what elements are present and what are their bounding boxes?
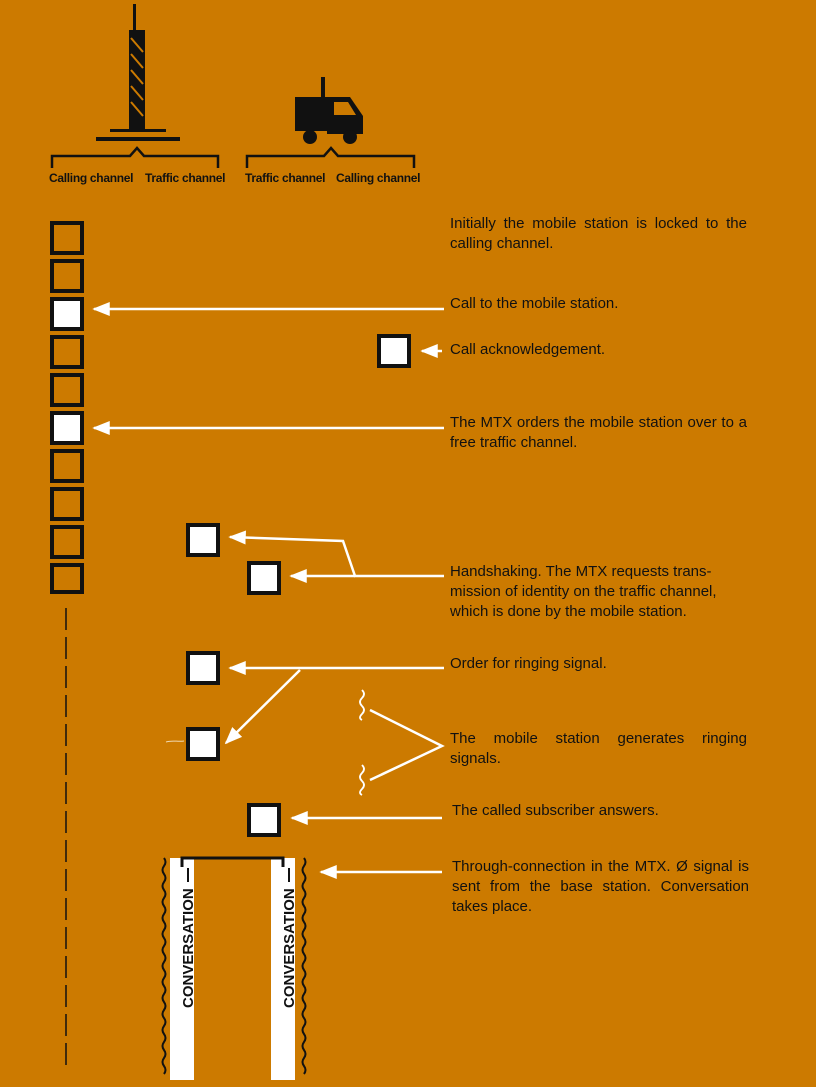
header-traffic-channel-right: Traffic channel: [245, 171, 325, 185]
mobile-station-truck-icon: [295, 77, 363, 144]
conversation-wave-right: [301, 857, 307, 1075]
step-ack-text: Call acknowledgement.: [450, 341, 606, 358]
ringing-pointer: [369, 708, 445, 782]
header-traffic-channel-left: Traffic channel: [145, 171, 225, 185]
conversation-label-right: CONVERSATION: [281, 888, 298, 1008]
frame-slot: [50, 525, 84, 559]
step-answer-text: The called subscriber answers.: [452, 802, 659, 819]
frame-slot: [50, 335, 84, 369]
header-calling-channel-right: Calling channel: [336, 171, 420, 185]
ring-signal-wave-icon: [359, 764, 365, 796]
header-calling-channel-left: Calling channel: [49, 171, 133, 185]
handshake-frame-base: [186, 523, 220, 557]
step-ring-order-text: Order for ringing signal.: [450, 655, 607, 672]
base-station-tower-icon: [96, 4, 180, 141]
conversation-wave-left: [161, 857, 167, 1075]
ring-order-frame: [186, 651, 220, 685]
conversation-bar-right: [271, 858, 295, 1080]
frame-slot: [50, 563, 84, 594]
frame-slot: [50, 259, 84, 293]
step-handshake-text: Handshaking. The MTX requests trans­miss…: [450, 563, 717, 620]
frame-slot: [50, 487, 84, 521]
step-call-text: Call to the mobile station.: [450, 295, 619, 312]
ring-signal-wave-icon: [359, 689, 365, 721]
calling-channel-frames: [50, 221, 84, 594]
handshake-frame-mobile: [247, 561, 281, 595]
through-connection-link: [180, 856, 285, 867]
frame-slot-active: [50, 411, 84, 445]
conversation-label-left: CONVERSATION: [180, 888, 197, 1008]
ack-frame: [377, 334, 411, 368]
answer-frame: [247, 803, 281, 837]
frame-slot: [50, 221, 84, 255]
base-station-bracket: [50, 146, 220, 168]
step-ringing-text: The mobile station generates ringing sig…: [450, 730, 747, 767]
ringing-arrow: [224, 669, 301, 745]
step-locked-text: Initially the mobile station is locked t…: [450, 215, 747, 252]
conversation-channel: CONVERSATION CONVERSATION: [161, 856, 307, 1080]
conversation-bar-left: [170, 858, 194, 1080]
mobile-station-bracket: [245, 146, 416, 168]
step-through-text: Through-connection in the MTX. Ø signal …: [452, 858, 749, 915]
frame-slot: [50, 449, 84, 483]
ringing-tick: [165, 740, 185, 743]
frame-slot-active: [50, 297, 84, 331]
handshake-request-arrow: [228, 530, 444, 578]
ringing-frame: [186, 727, 220, 761]
step-order-text: The MTX orders the mobile station over t…: [450, 414, 747, 451]
frame-slot: [50, 373, 84, 407]
